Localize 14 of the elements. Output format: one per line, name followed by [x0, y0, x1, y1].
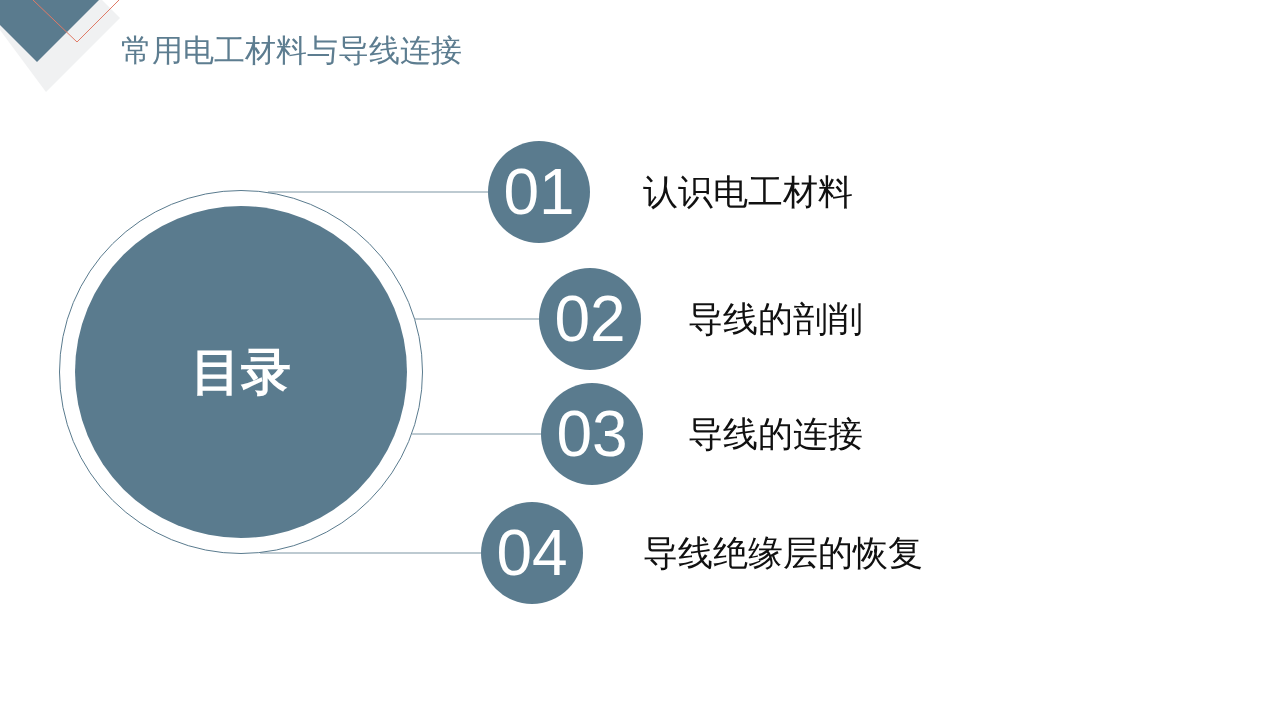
connector-line [259, 552, 482, 554]
section-number: 04 [496, 520, 568, 586]
section-title: 导线绝缘层的恢复 [643, 532, 923, 575]
section-title: 认识电工材料 [643, 171, 853, 214]
section-title: 导线的连接 [688, 413, 863, 456]
section-number: 02 [554, 286, 626, 352]
connector-line [411, 433, 542, 435]
connector-line [414, 318, 540, 320]
section-title: 导线的剖削 [688, 298, 863, 341]
section-number: 03 [556, 401, 628, 467]
connector-line [267, 191, 489, 193]
section-number: 01 [503, 159, 575, 225]
slide-title: 常用电工材料与导线连接 [121, 31, 462, 69]
contents-heading: 目录 [191, 343, 291, 401]
